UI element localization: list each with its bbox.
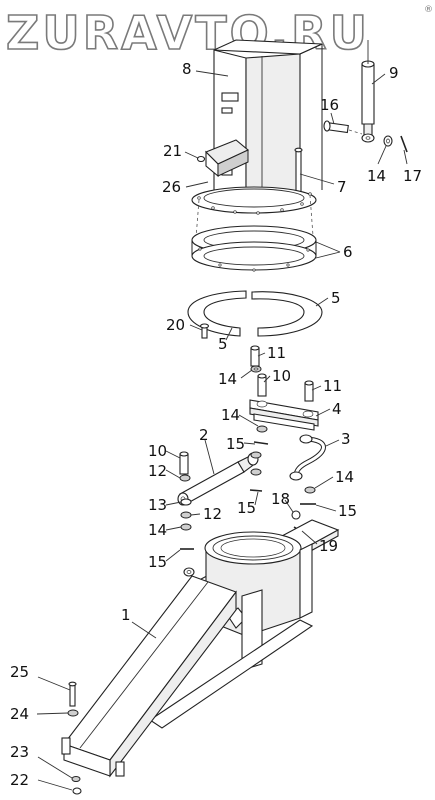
part-15-cotter-b: [249, 489, 263, 492]
part-22-nut: [72, 787, 82, 795]
callout-6: 6: [343, 243, 353, 261]
callout-5: 5: [218, 335, 228, 353]
watermark-registered-mark: ®: [424, 5, 433, 15]
callout-24: 24: [10, 705, 29, 723]
callout-10: 10: [148, 442, 167, 460]
callout-25: 25: [10, 663, 29, 681]
part-21-nut: [196, 155, 206, 163]
callout-15: 15: [148, 553, 167, 571]
part-14-washer-e: [180, 523, 192, 531]
callout-16: 16: [320, 96, 339, 114]
callout-5: 5: [331, 289, 341, 307]
part-23-washer: [71, 776, 81, 782]
callout-10: 10: [272, 367, 291, 385]
part-11-pin-right: [304, 380, 314, 402]
watermark: ZURAVTO.RU ®: [5, 5, 433, 61]
callout-15: 15: [226, 435, 245, 453]
callout-13: 13: [148, 496, 167, 514]
part-4-link-plates: [249, 399, 319, 431]
callout-14: 14: [218, 370, 237, 388]
part-8-upper-column: [191, 39, 323, 215]
part-5-split-ring: [187, 290, 323, 337]
callout-7: 7: [337, 178, 347, 196]
part-20-bolt: [199, 323, 210, 339]
watermark-text: ZURAVTO.RU: [6, 6, 370, 60]
callout-12: 12: [203, 505, 222, 523]
part-14-washer-f: [304, 486, 316, 494]
part-24-washer: [67, 709, 79, 717]
part-25-bolt: [68, 681, 77, 707]
part-3-curved-rod: [289, 434, 326, 481]
callout-14: 14: [335, 468, 354, 486]
part-12-washer-b: [180, 511, 192, 519]
part-14-washer-a: [250, 365, 262, 373]
part-14-washer-c: [250, 451, 262, 459]
part-12-washer-a: [179, 474, 191, 482]
callout-15: 15: [338, 502, 357, 520]
callout-14: 14: [221, 406, 240, 424]
callout-3: 3: [341, 430, 351, 448]
callout-8: 8: [182, 60, 192, 78]
part-13-spacer: [180, 498, 192, 506]
callout-labels: 8 9 16 21 14 17 26 7 6 5 20 5 11 14 10 1…: [10, 60, 422, 789]
part-10-pin-b: [179, 451, 189, 475]
callout-4: 4: [332, 400, 342, 418]
alignment-lines-flange: [195, 194, 314, 239]
callout-26: 26: [162, 178, 181, 196]
part-10-pin-a: [257, 373, 267, 397]
base-hopper-assembly: [61, 519, 340, 778]
part-11-pin-left: [250, 345, 260, 367]
part-18-nut: [291, 510, 301, 520]
callout-22: 22: [10, 771, 29, 789]
callout-14: 14: [367, 167, 386, 185]
callout-2: 2: [199, 426, 209, 444]
callout-11: 11: [267, 344, 286, 362]
part-15-cotter-a: [253, 441, 269, 445]
leader-lines: [36, 70, 408, 791]
part-16-pin: [323, 120, 363, 135]
part-14-washer-d: [250, 468, 262, 476]
callout-20: 20: [166, 316, 185, 334]
callout-9: 9: [389, 64, 399, 82]
callout-14: 14: [148, 521, 167, 539]
part-14-nut-top: [383, 135, 393, 147]
part-14-washer-b: [256, 425, 268, 433]
callout-1: 1: [121, 606, 131, 624]
callout-23: 23: [10, 743, 29, 761]
callout-15: 15: [237, 499, 256, 517]
callout-19: 19: [319, 537, 338, 555]
callout-18: 18: [271, 490, 290, 508]
callout-17: 17: [403, 167, 422, 185]
part-17-cotter-top: [400, 135, 408, 153]
callout-11: 11: [323, 377, 342, 395]
part-6-rings: [191, 225, 317, 272]
callout-21: 21: [163, 142, 182, 160]
callout-12: 12: [148, 462, 167, 480]
part-9-upper-cylinder: [361, 40, 375, 143]
